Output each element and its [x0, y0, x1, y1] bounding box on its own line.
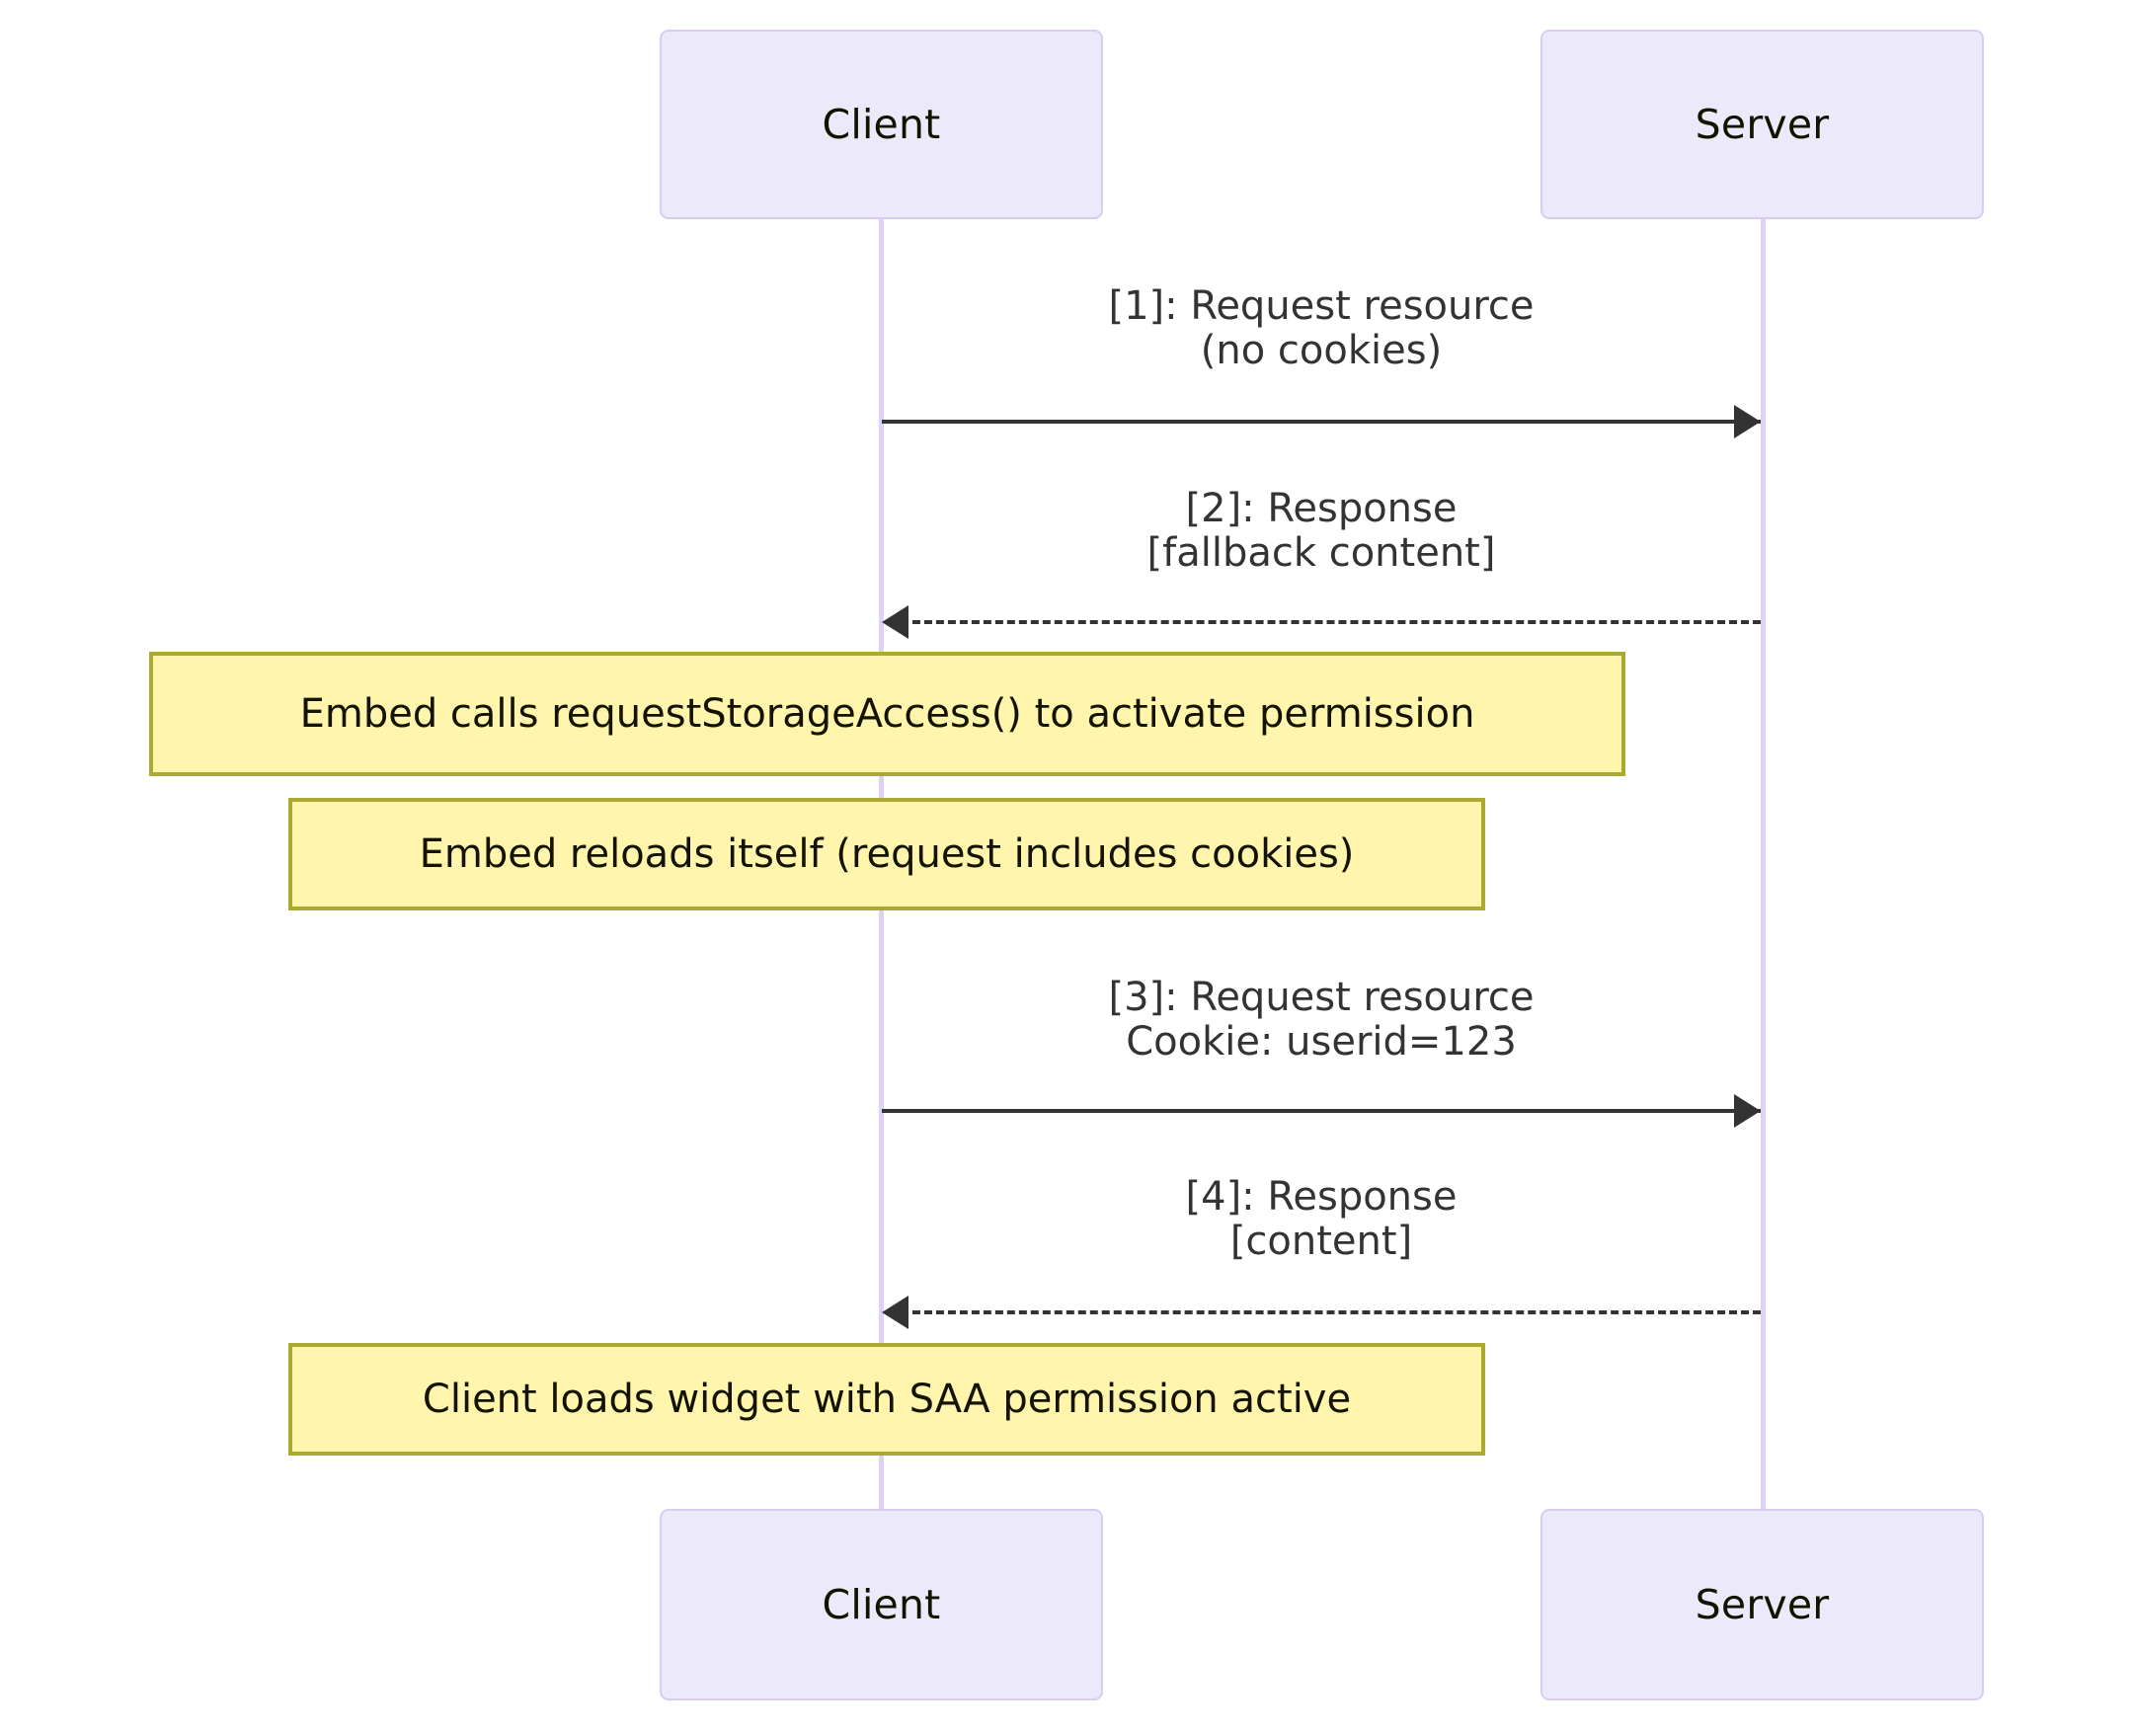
- participant-client-top-label: Client: [822, 100, 941, 148]
- note-embed-calls-request-storage-access: Embed calls requestStorageAccess() to ac…: [149, 652, 1625, 776]
- message-3-line-2: Cookie: userid=123: [1126, 1018, 1517, 1065]
- message-3-line-1: [3]: Request resource: [1108, 975, 1535, 1020]
- message-4-label: [4]: Response [content]: [882, 1175, 1761, 1264]
- note-embed-reloads-itself: Embed reloads itself (request includes c…: [288, 798, 1485, 910]
- participant-client-bottom[interactable]: Client: [660, 1509, 1103, 1700]
- message-1-label: [1]: Request resource (no cookies): [882, 284, 1761, 373]
- message-2-label: [2]: Response [fallback content]: [882, 487, 1761, 576]
- message-3-label: [3]: Request resource Cookie: userid=123: [882, 976, 1761, 1065]
- message-4-line: [889, 1310, 1761, 1314]
- participant-server-bottom[interactable]: Server: [1540, 1509, 1984, 1700]
- participant-client-bottom-label: Client: [822, 1580, 941, 1628]
- note-3-text: Client loads widget with SAA permission …: [422, 1377, 1352, 1422]
- note-client-loads-widget: Client loads widget with SAA permission …: [288, 1343, 1485, 1456]
- message-2-arrowhead: [882, 605, 908, 639]
- message-4-line-1: [4]: Response: [1185, 1174, 1458, 1220]
- message-1-arrowhead: [1734, 405, 1761, 438]
- message-3-line: [882, 1109, 1761, 1113]
- message-1-line-2: (no cookies): [1200, 327, 1443, 373]
- participant-server-top[interactable]: Server: [1540, 30, 1984, 219]
- participant-client-top[interactable]: Client: [660, 30, 1103, 219]
- message-1-line-1: [1]: Request resource: [1108, 283, 1535, 329]
- lifeline-server: [1761, 219, 1766, 1509]
- message-2-line-1: [2]: Response: [1185, 486, 1458, 531]
- message-3-arrowhead: [1734, 1094, 1761, 1128]
- participant-server-bottom-label: Server: [1695, 1580, 1830, 1628]
- note-1-text: Embed calls requestStorageAccess() to ac…: [299, 691, 1475, 737]
- message-2-line: [889, 620, 1761, 624]
- message-2-line-2: [fallback content]: [1146, 529, 1496, 576]
- message-1-line: [882, 420, 1761, 424]
- participant-server-top-label: Server: [1695, 100, 1830, 148]
- message-4-arrowhead: [882, 1296, 908, 1329]
- message-4-line-2: [content]: [1229, 1218, 1413, 1264]
- note-2-text: Embed reloads itself (request includes c…: [419, 831, 1355, 877]
